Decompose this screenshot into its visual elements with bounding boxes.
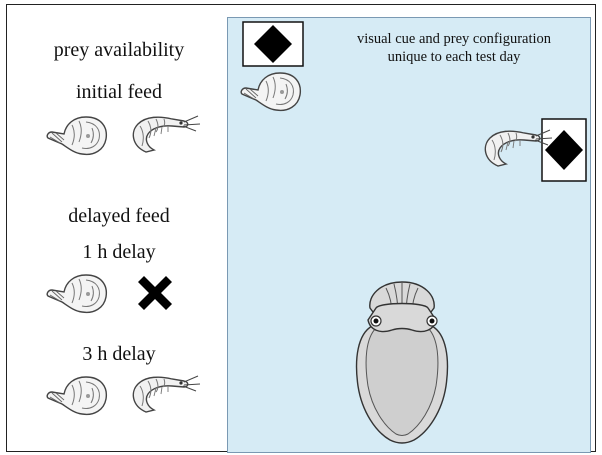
one-hour-delay-label: 1 h delay <box>7 241 231 263</box>
diamond-cue-icon <box>541 118 587 182</box>
delayed-feed-label: delayed feed <box>7 205 231 227</box>
diamond-cue-icon <box>242 21 304 67</box>
tank-caption-line-1: visual cue and prey configuration <box>320 30 588 48</box>
tank-caption-line-2: unique to each test day <box>320 48 588 66</box>
crab-icon <box>46 372 112 420</box>
crab-icon <box>46 112 112 160</box>
shrimp-icon <box>126 112 192 160</box>
x-mark-icon <box>134 272 176 314</box>
three-hour-delay-label: 3 h delay <box>7 343 231 365</box>
initial-feed-label: initial feed <box>7 81 231 103</box>
shrimp-icon <box>126 372 192 420</box>
tank-caption: visual cue and prey configuration unique… <box>320 30 588 66</box>
crab-icon <box>46 270 112 318</box>
legend-heading: prey availability <box>7 39 231 61</box>
crab-icon <box>240 68 306 116</box>
shrimp-icon <box>478 126 544 174</box>
cuttlefish-icon <box>352 268 452 450</box>
